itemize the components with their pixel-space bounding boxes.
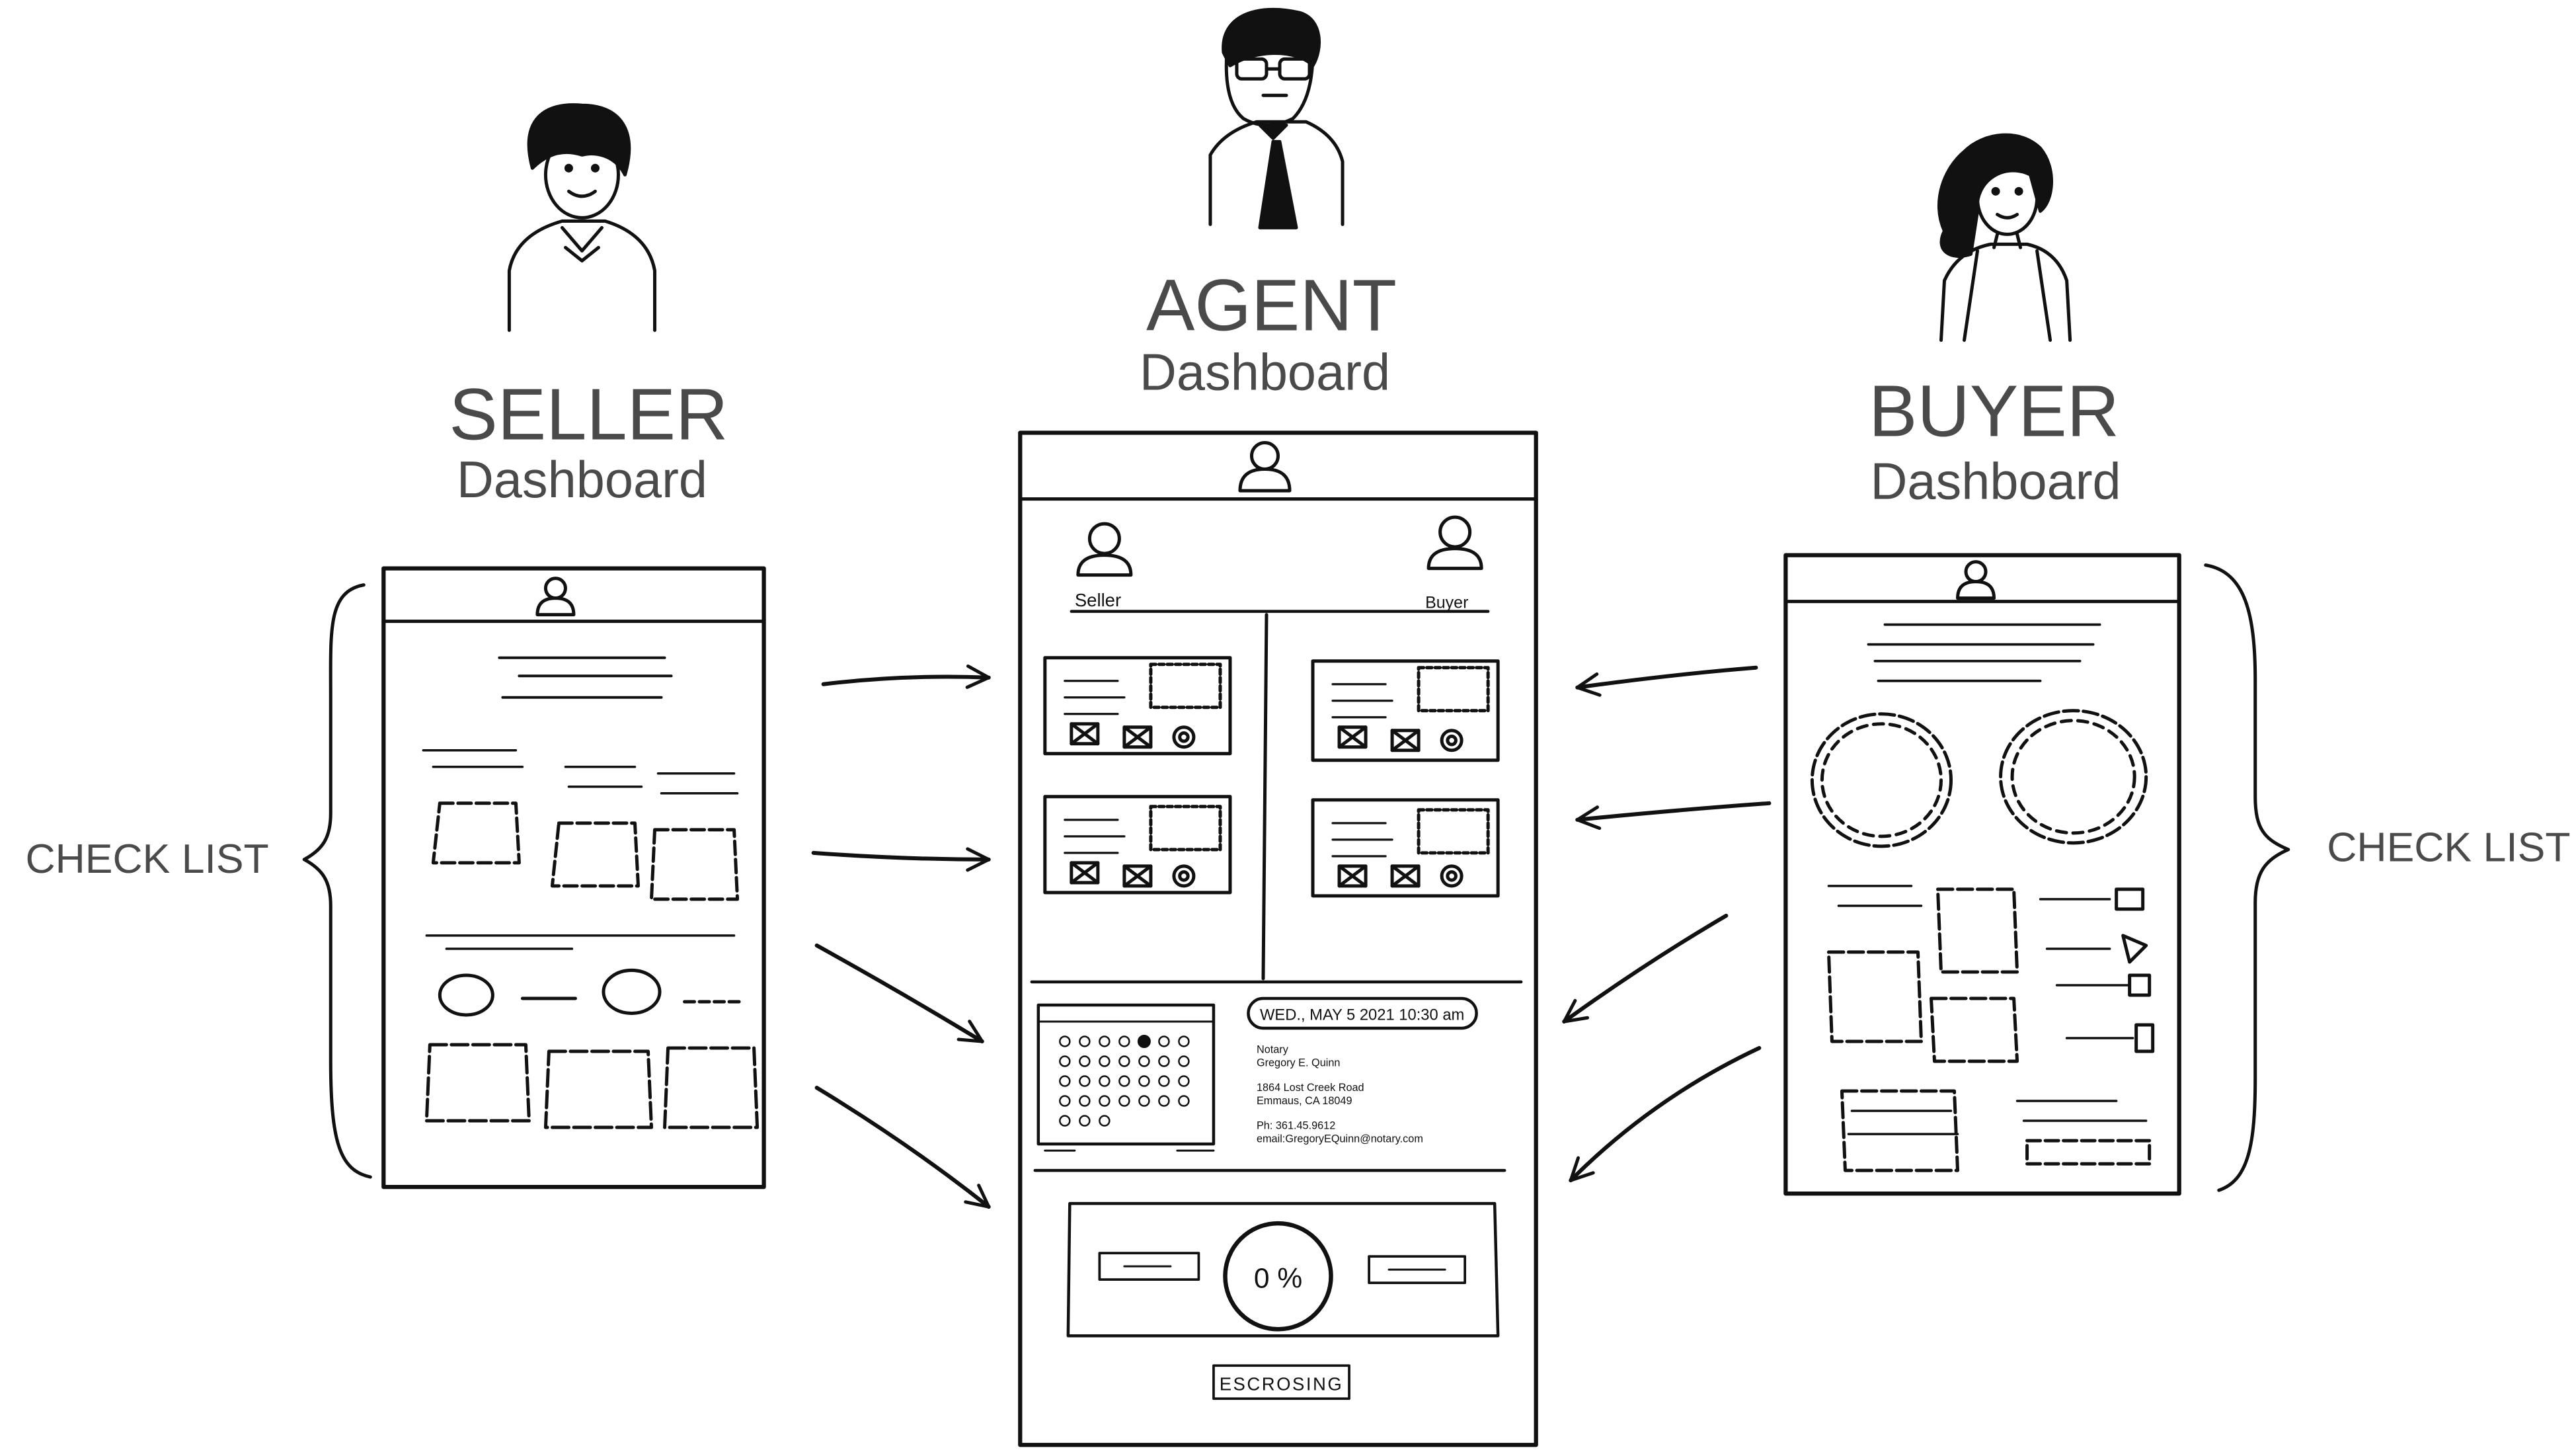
progress-ring [1223, 1221, 1333, 1332]
escrow-button[interactable] [1212, 1364, 1350, 1400]
calendar-widget [1036, 1003, 1216, 1152]
agent-phone-mockup [1018, 430, 1538, 1447]
appointment-role: Notary [1257, 1044, 1289, 1056]
buyer-property-card [1311, 659, 1500, 762]
agent-person-icon [1208, 7, 1345, 229]
progress-panel [1066, 1201, 1500, 1338]
appointment-date-pill [1247, 996, 1478, 1030]
buyer-title: BUYER [1869, 371, 2119, 452]
appointment-address-1: 1864 Lost Creek Road [1257, 1082, 1364, 1094]
seller-label: Seller [1075, 590, 1121, 610]
profile-icon [1238, 441, 1292, 493]
seller-property-card [1043, 656, 1232, 756]
buyer-avatar-icon [1426, 515, 1483, 571]
seller-person-icon [507, 103, 657, 332]
arrow-buyer-to-agent [1562, 913, 1729, 1024]
buyer-checklist-brace [2204, 563, 2290, 1192]
seller-avatar-icon [1076, 522, 1133, 577]
profile-icon [535, 577, 576, 617]
agent-subtitle: Dashboard [1140, 344, 1390, 401]
arrow-seller-to-agent [814, 1086, 991, 1209]
buyer-subtitle: Dashboard [1870, 454, 2121, 510]
profile-icon [1956, 560, 1996, 600]
seller-phone-mockup [381, 566, 766, 1190]
buyer-person-icon [1937, 133, 2072, 342]
seller-checklist-label: CHECK LIST [25, 836, 268, 882]
arrow-buyer-to-agent [1575, 665, 1758, 697]
arrow-seller-to-agent [814, 943, 984, 1043]
arrow-seller-to-agent [811, 847, 991, 872]
escrow-button-label: ESCROSING [1220, 1374, 1344, 1395]
seller-checklist-brace [302, 583, 372, 1179]
buyer-checklist-label: CHECK LIST [2327, 824, 2570, 870]
appointment-phone: Ph: 361.45.9612 [1257, 1120, 1335, 1132]
arrow-buyer-to-agent [1569, 1045, 1762, 1183]
arrow-seller-to-agent [821, 664, 991, 689]
seller-title: SELLER [449, 374, 728, 456]
seller-property-card [1043, 795, 1232, 895]
appointment-address-2: Emmaus, CA 18049 [1257, 1095, 1352, 1107]
buyer-property-card [1311, 798, 1500, 898]
buyer-label: Buyer [1425, 594, 1468, 612]
seller-subtitle: Dashboard [457, 452, 707, 508]
arrow-buyer-to-agent [1575, 801, 1772, 830]
appointment-name: Gregory E. Quinn [1257, 1057, 1340, 1069]
appointment-email: email:GregoryEQuinn@notary.com [1257, 1133, 1423, 1145]
agent-title: AGENT [1146, 264, 1397, 346]
appointment-date: WED., MAY 5 2021 10:30 am [1260, 1006, 1464, 1024]
buyer-phone-mockup [1783, 553, 2181, 1196]
progress-value: 0 % [1254, 1264, 1302, 1295]
